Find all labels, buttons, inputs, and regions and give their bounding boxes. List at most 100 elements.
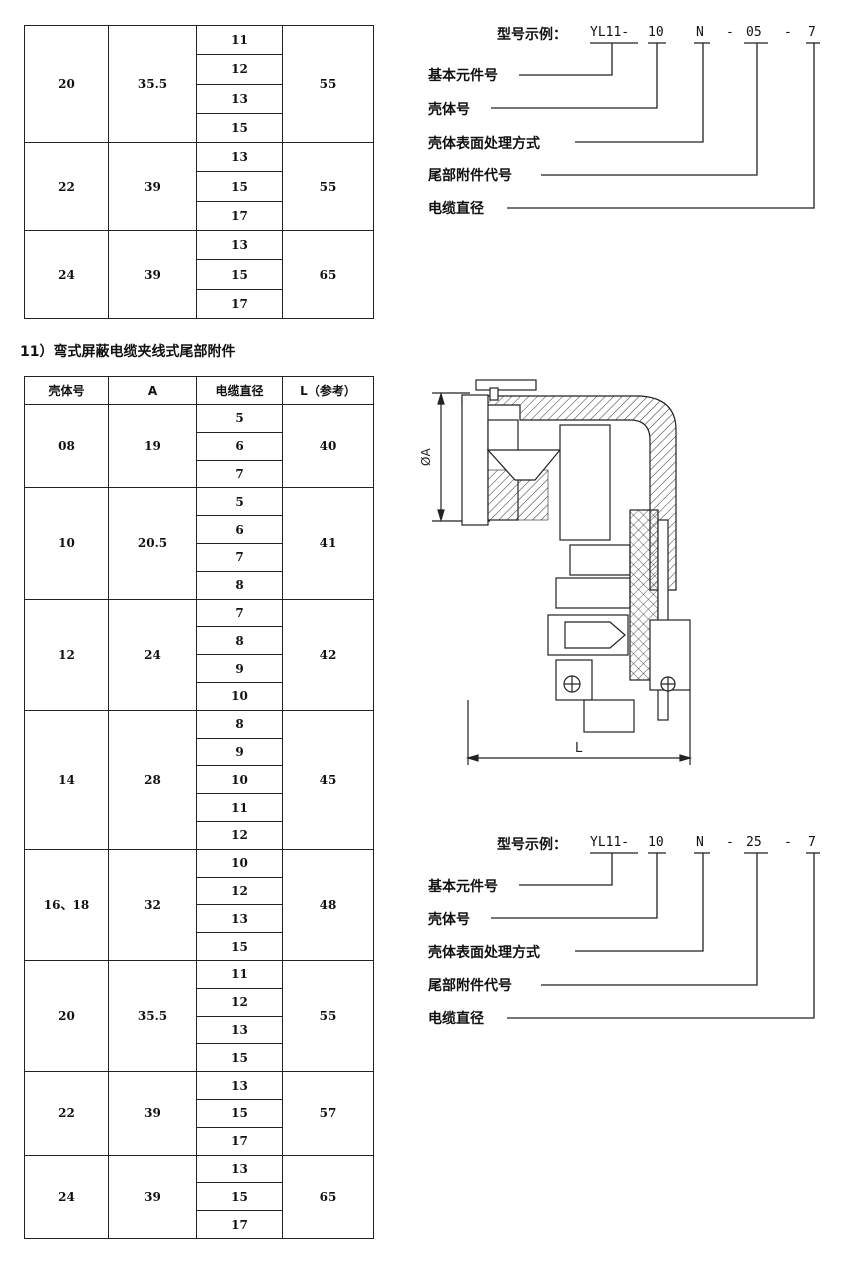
section-title: 11）弯式屏蔽电缆夹线式尾部附件 bbox=[20, 344, 236, 360]
code-cable: 7 bbox=[808, 835, 816, 850]
code-dash: - bbox=[726, 25, 734, 40]
cell-cable-diameter: 13 bbox=[196, 142, 283, 173]
cell-cable-diameter: 15 bbox=[196, 112, 283, 144]
table-row: 13 bbox=[25, 904, 374, 934]
cell-cable-diameter: 12 bbox=[196, 820, 283, 850]
code-cable: 7 bbox=[808, 25, 816, 40]
code-base: YL11- bbox=[590, 835, 630, 850]
cell-l: 55 bbox=[282, 959, 374, 1073]
table-row: 7 bbox=[25, 459, 374, 489]
code-dash: - bbox=[726, 835, 734, 850]
code-dash: - bbox=[784, 25, 792, 40]
label-cable: 电缆直径 bbox=[428, 201, 484, 217]
dim-a-label: ØA bbox=[419, 448, 433, 466]
table-row: 13 bbox=[25, 1015, 374, 1045]
table-row: 12 bbox=[25, 876, 374, 906]
label-accessory: 尾部附件代号 bbox=[428, 978, 512, 994]
cell-cable-diameter: 5 bbox=[196, 404, 283, 433]
cell-shell: 16、18 bbox=[24, 848, 109, 961]
cell-cable-diameter: 13 bbox=[196, 230, 283, 261]
connector-drawing: ØA L bbox=[419, 379, 693, 765]
code-shell: 10 bbox=[648, 25, 664, 40]
cell-cable-diameter: 15 bbox=[196, 259, 283, 290]
table-row: 13 bbox=[25, 83, 374, 114]
cell-cable-diameter: 12 bbox=[196, 987, 283, 1017]
cell-cable-diameter: 9 bbox=[196, 654, 283, 683]
code-accessory: 05 bbox=[746, 25, 762, 40]
table-row: 8 bbox=[25, 626, 374, 656]
label-shell: 壳体号 bbox=[428, 102, 470, 118]
label-base: 基本元件号 bbox=[428, 879, 498, 895]
cell-cable-diameter: 12 bbox=[196, 54, 283, 85]
table-row: 11 bbox=[25, 793, 374, 822]
cell-cable-diameter: 10 bbox=[196, 681, 283, 711]
cell-cable-diameter: 11 bbox=[196, 959, 283, 989]
cell-cable-diameter: 13 bbox=[196, 83, 283, 114]
cell-cable-diameter: 8 bbox=[196, 709, 283, 739]
header-l: L（参考） bbox=[282, 376, 374, 405]
table-row: 12 bbox=[25, 820, 374, 850]
cell-shell: 20 bbox=[24, 959, 109, 1073]
label-finish: 壳体表面处理方式 bbox=[428, 136, 540, 152]
cell-l: 48 bbox=[282, 848, 374, 961]
cell-l: 65 bbox=[282, 230, 374, 319]
table-row: 12 bbox=[25, 54, 374, 85]
cell-a: 35.5 bbox=[108, 24, 197, 144]
code-accessory: 25 bbox=[746, 835, 762, 850]
cell-l: 41 bbox=[282, 487, 374, 600]
cell-cable-diameter: 7 bbox=[196, 459, 283, 489]
cell-l: 42 bbox=[282, 598, 374, 711]
table-row: 17 bbox=[25, 1126, 374, 1156]
cell-shell: 12 bbox=[24, 598, 109, 711]
cell-shell: 22 bbox=[24, 142, 109, 232]
table-row: 6 bbox=[25, 515, 374, 544]
model-prefix-label: 型号示例： bbox=[497, 27, 567, 43]
cell-cable-diameter: 13 bbox=[196, 904, 283, 934]
label-shell: 壳体号 bbox=[428, 912, 470, 928]
cell-l: 55 bbox=[282, 24, 374, 144]
cell-shell: 22 bbox=[24, 1071, 109, 1156]
cell-cable-diameter: 13 bbox=[196, 1015, 283, 1045]
table-row: 8 bbox=[25, 570, 374, 600]
cell-cable-diameter: 6 bbox=[196, 431, 283, 461]
cell-shell: 20 bbox=[24, 24, 109, 144]
cell-a: 39 bbox=[108, 142, 197, 232]
cell-cable-diameter: 8 bbox=[196, 570, 283, 600]
cell-cable-diameter: 17 bbox=[196, 200, 283, 232]
cell-a: 28 bbox=[108, 709, 197, 850]
code-finish: N bbox=[696, 25, 704, 40]
code-shell: 10 bbox=[648, 835, 664, 850]
cell-l: 65 bbox=[282, 1154, 374, 1239]
dim-l-label: L bbox=[575, 741, 583, 756]
cell-cable-diameter: 15 bbox=[196, 171, 283, 202]
table-row: 10 bbox=[25, 765, 374, 795]
cell-cable-diameter: 12 bbox=[196, 876, 283, 906]
cell-l: 57 bbox=[282, 1071, 374, 1156]
leader-lines-bottom bbox=[491, 852, 820, 1019]
header-shell: 壳体号 bbox=[24, 376, 109, 405]
table-row: 17 bbox=[25, 1210, 374, 1239]
label-base: 基本元件号 bbox=[428, 68, 498, 84]
cell-cable-diameter: 8 bbox=[196, 626, 283, 656]
table-row: 12 bbox=[25, 987, 374, 1017]
table-row: 15 bbox=[25, 112, 374, 144]
table-row: 10 bbox=[25, 681, 374, 711]
cell-a: 20.5 bbox=[108, 487, 197, 600]
cell-cable-diameter: 10 bbox=[196, 765, 283, 795]
label-accessory: 尾部附件代号 bbox=[428, 168, 512, 184]
cell-shell: 24 bbox=[24, 230, 109, 319]
cell-cable-diameter: 17 bbox=[196, 288, 283, 319]
cell-cable-diameter: 17 bbox=[196, 1210, 283, 1239]
table-row: 15 bbox=[25, 171, 374, 202]
table-row: 17 bbox=[25, 200, 374, 232]
cell-a: 39 bbox=[108, 230, 197, 319]
